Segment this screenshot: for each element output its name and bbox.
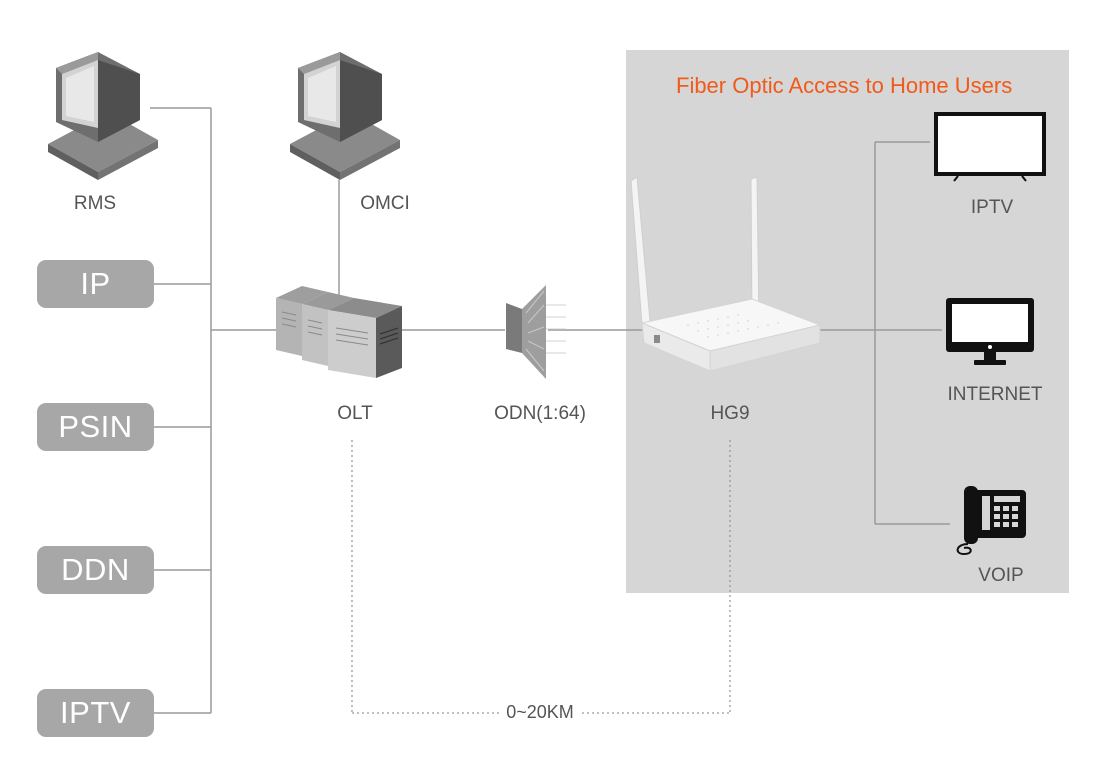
service-pill-iptv: IPTV [37, 689, 154, 737]
distance-label: 0~20KM [500, 702, 580, 723]
olt-label: OLT [337, 403, 373, 424]
omci-label: OMCI [360, 193, 410, 214]
internet-endpoint-label: INTERNET [947, 384, 1043, 405]
tv-icon [934, 112, 1046, 182]
splitter-icon [506, 285, 566, 379]
computer-icon [290, 52, 400, 180]
odn-label: ODN(1:64) [494, 403, 586, 424]
service-pill-ddn: DDN [37, 546, 154, 594]
service-pill-ip: IP [37, 260, 154, 308]
computer-icon [48, 52, 158, 180]
router-icon [630, 176, 822, 372]
hg9-label: HG9 [710, 403, 750, 424]
server-rack-icon [276, 286, 402, 378]
iptv-endpoint-label: IPTV [970, 197, 1014, 218]
monitor-icon [946, 298, 1034, 365]
service-pill-psin: PSIN [37, 403, 154, 451]
telephone-icon [956, 486, 1026, 556]
voip-endpoint-label: VOIP [978, 565, 1024, 586]
rms-label: RMS [73, 193, 117, 214]
panel-title: Fiber Optic Access to Home Users [676, 73, 1013, 98]
